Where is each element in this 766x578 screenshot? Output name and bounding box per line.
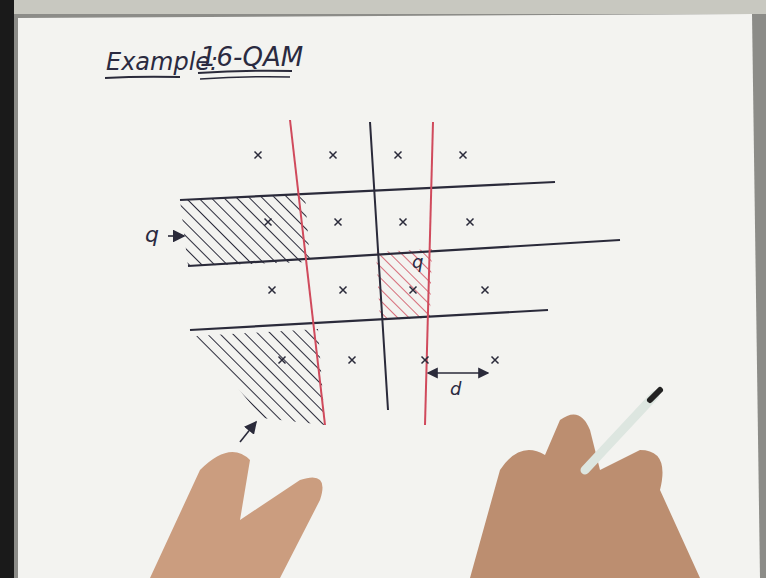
constellation-point <box>269 287 276 294</box>
constellation-point <box>340 287 347 294</box>
constellation-point <box>265 219 272 226</box>
constellation-point <box>482 287 489 294</box>
heading-text: 16-QAM <box>200 44 303 70</box>
constellation-point <box>395 152 402 159</box>
constellation-point <box>400 219 407 226</box>
constellation-point <box>467 219 474 226</box>
constellation-point <box>492 357 499 364</box>
constellation-point <box>255 152 262 159</box>
constellation-point <box>410 287 417 294</box>
region-label: q <box>412 253 423 271</box>
constellation-point <box>422 357 429 364</box>
constellation-point <box>349 357 356 364</box>
constellation-point <box>460 152 467 159</box>
spacing-label: d <box>450 380 461 398</box>
constellation-point <box>335 219 342 226</box>
constellation-point <box>279 357 286 364</box>
region-label: q <box>145 224 159 246</box>
constellation-point <box>330 152 337 159</box>
